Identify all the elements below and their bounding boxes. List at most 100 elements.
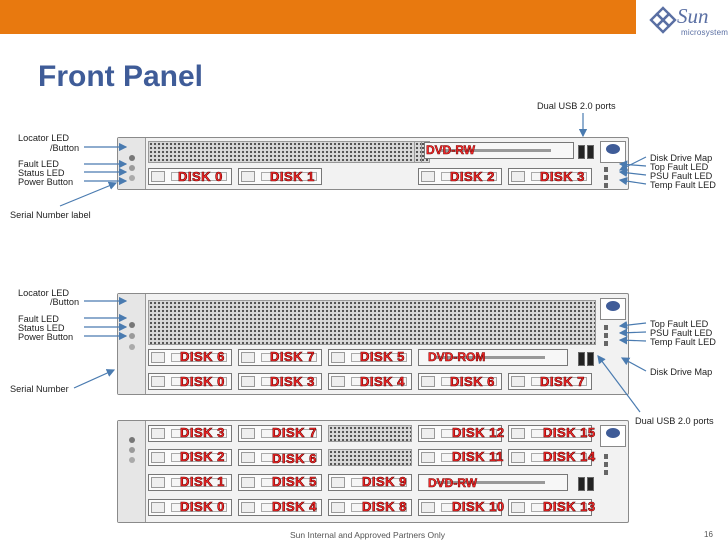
server1-bay-2: [418, 168, 502, 185]
s1-top-fault-led-label: Top Fault LED: [650, 162, 709, 172]
s3-bay-r2-0: [148, 474, 232, 491]
s1-locator-led-label: Locator LED: [18, 133, 70, 143]
s3-bay-r1-1: [238, 449, 322, 466]
server2-bay-r2-4: [508, 373, 592, 390]
s3-bay-r3-0: [148, 499, 232, 516]
server2-bay-r1-1: [238, 349, 322, 366]
server2-r2-disk-c: DISK 4: [360, 374, 405, 389]
s3-r2-disk-c: DISK 9: [362, 474, 407, 489]
server1-disk-3-label: DISK 3: [540, 169, 585, 184]
s1-fault-led-label: Fault LED: [18, 159, 59, 169]
s3-r0-disk-b: DISK 7: [272, 425, 317, 440]
server1-dvd-label: DVD-RW: [426, 143, 476, 158]
s3-r2-disk-a: DISK 1: [180, 474, 225, 489]
server3-fault-led-panel: [602, 451, 626, 481]
server2-bay-r2-2: [328, 373, 412, 390]
server1-power-button: [129, 175, 135, 181]
server3-usb-port-1: [578, 477, 585, 491]
server1-locator-led: [129, 155, 135, 161]
server1-vent-2: [414, 141, 422, 163]
s3-r1-disk-d: DISK 14: [543, 449, 596, 464]
server2-sun-badge: [600, 298, 626, 320]
s3-r3-disk-a: DISK 0: [180, 499, 225, 514]
s2-power-button-label: Power Button: [18, 332, 74, 342]
s2-locator-button-label: /Button: [50, 297, 80, 307]
s2-disk-drive-map-label: Disk Drive Map: [650, 367, 713, 377]
s2-psu-fault-led-label: PSU Fault LED: [650, 328, 713, 338]
s3-bay-r3-1: [238, 499, 322, 516]
s3-bay-r0-0: [148, 425, 232, 442]
s3-r0-disk-d: DISK 15: [543, 425, 596, 440]
server1-disk-2-label: DISK 2: [450, 169, 495, 184]
s1-status-led-label: Status LED: [18, 168, 65, 178]
s3-r3-disk-d: DISK 10: [452, 499, 505, 514]
s2-locator-led-label: Locator LED: [18, 288, 70, 298]
logo-word: Sun: [677, 4, 709, 28]
server2-fault-led: [129, 333, 135, 339]
server2-r2-disk-b: DISK 3: [270, 374, 315, 389]
s3-bay-r3-2: [328, 499, 412, 516]
server1-dvd-drive: [424, 142, 574, 159]
server1-disk-0-label: DISK 0: [178, 169, 223, 184]
s1-temp-fault-led-label: Temp Fault LED: [650, 180, 716, 190]
server2-power-button: [129, 344, 135, 350]
server2-bay-r1-2: [328, 349, 412, 366]
s3-bay-r1-3: [508, 449, 592, 466]
server2-r2-disk-d: DISK 6: [450, 374, 495, 389]
s1-locator-button-label: /Button: [50, 143, 80, 153]
logo-subtitle: microsystems: [681, 28, 728, 37]
server3-dvd-drive: [418, 474, 568, 491]
server3-fault-led: [129, 447, 135, 453]
server1-fault-led: [129, 165, 135, 171]
server1-bay-1: [238, 168, 322, 185]
server2-usb-port-1: [578, 352, 585, 366]
server2-r2-disk-a: DISK 0: [180, 374, 225, 389]
server1-disk-1-label: DISK 1: [270, 169, 315, 184]
s3-dvd-label: DVD-RW: [428, 476, 478, 491]
s2-status-led-label: Status LED: [18, 323, 65, 333]
server2-chassis: [117, 293, 629, 395]
sun-logo-icon: [649, 6, 677, 34]
s2-temp-fault-led-label: Temp Fault LED: [650, 337, 716, 347]
s2-top-fault-led-label: Top Fault LED: [650, 319, 709, 329]
header-bar: [0, 0, 636, 34]
s3-r0-disk-a: DISK 3: [180, 425, 225, 440]
server3-power-button: [129, 457, 135, 463]
server1-bay-0: [148, 168, 232, 185]
server3-usb-port-2: [587, 477, 594, 491]
server1-fault-led-panel: [602, 164, 626, 194]
server2-bay-r2-1: [238, 373, 322, 390]
server3-sun-badge: [600, 425, 626, 447]
page-title: Front Panel: [38, 60, 204, 93]
server3-chassis: [117, 420, 629, 523]
server1-usb-port-1: [578, 145, 585, 159]
server2-dvd-drive: [418, 349, 568, 366]
s3-bay-r1-0: [148, 449, 232, 466]
s3-bay-r3-4: [508, 499, 592, 516]
s3-r0-disk-c: DISK 12: [452, 425, 505, 440]
server2-r1-disk-a: DISK 6: [180, 349, 225, 364]
s1-dual-usb-label: Dual USB 2.0 ports: [537, 101, 616, 111]
s3-r3-disk-c: DISK 8: [362, 499, 407, 514]
footer-text: Sun Internal and Approved Partners Only: [290, 530, 445, 540]
s3-bay-r0-2: [418, 425, 502, 442]
s1-power-button-label: Power Button: [18, 177, 74, 187]
s2-serial-number-label: Serial Number: [10, 384, 69, 394]
s2-fault-led-label: Fault LED: [18, 314, 59, 324]
s3-r3-disk-b: DISK 4: [272, 499, 317, 514]
server1-sun-badge: [600, 141, 626, 163]
server2-dvd-label: DVD-ROM: [428, 350, 486, 365]
s3-vent-r0: [328, 425, 412, 442]
server1-usb-port-2: [587, 145, 594, 159]
server2-bay-r2-3: [418, 373, 502, 390]
server2-r1-disk-c: DISK 5: [360, 349, 405, 364]
server3-locator-led: [129, 437, 135, 443]
server2-fault-led-panel: [602, 322, 626, 352]
page-number: 16: [704, 530, 713, 539]
s3-bay-r0-1: [238, 425, 322, 442]
sun-logo: Sun microsystems: [645, 4, 728, 44]
s3-r1-disk-a: DISK 2: [180, 449, 225, 464]
s3-r2-disk-b: DISK 5: [272, 474, 317, 489]
s3-bay-r0-3: [508, 425, 592, 442]
